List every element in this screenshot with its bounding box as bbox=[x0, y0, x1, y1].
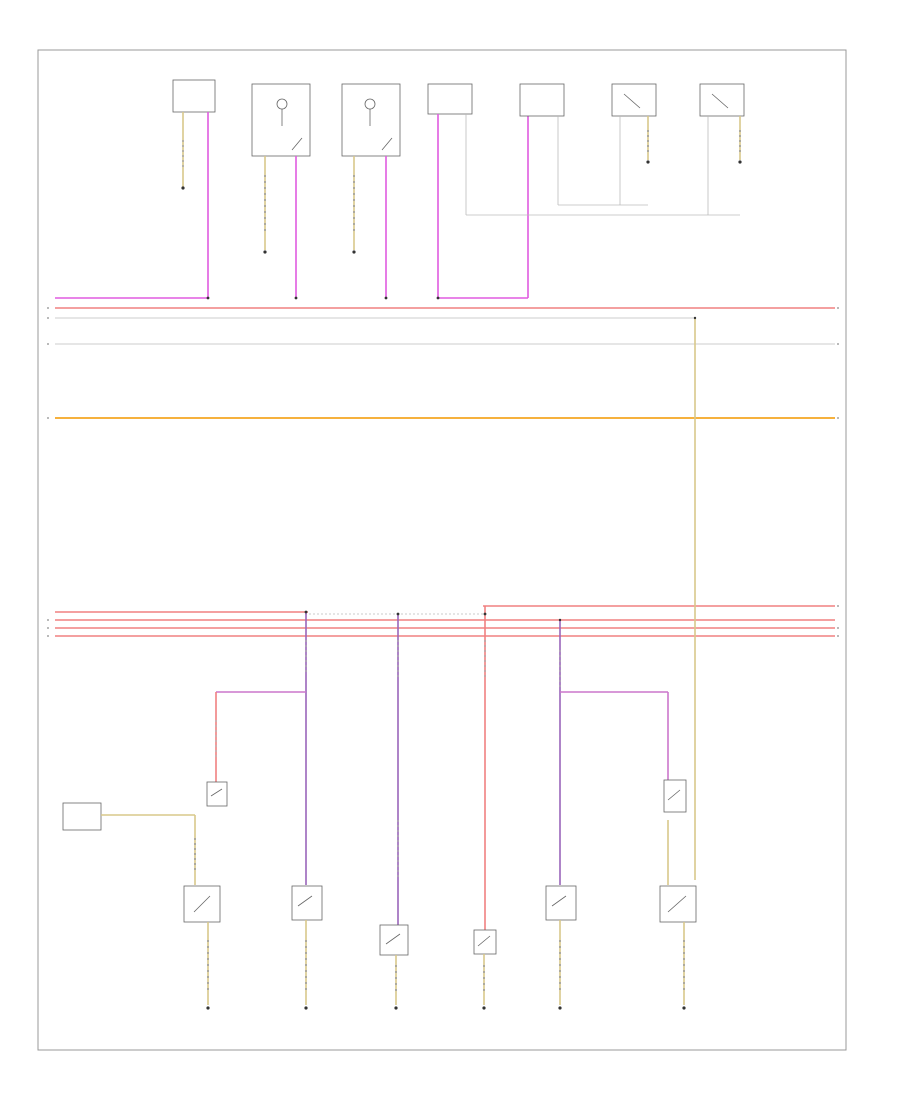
top-component-3-box bbox=[341, 83, 401, 157]
bus-endpoints bbox=[47, 307, 839, 637]
top-component-6 bbox=[611, 83, 657, 205]
top-component-2-box bbox=[251, 83, 311, 157]
top-component-1 bbox=[172, 79, 216, 300]
diagram-border bbox=[37, 49, 847, 1051]
switch-upper-left bbox=[206, 781, 228, 807]
top-component-5 bbox=[519, 83, 648, 206]
bottom-component-6 bbox=[659, 885, 697, 923]
switch-upper-left-box bbox=[206, 781, 228, 807]
bottom-component-3 bbox=[379, 924, 409, 956]
bottom-component-4-box bbox=[473, 929, 497, 955]
bottom-component-6-box bbox=[659, 885, 697, 923]
bottom-component-5 bbox=[545, 885, 577, 921]
bus-wires bbox=[55, 297, 835, 637]
ground-2 bbox=[304, 1006, 308, 1010]
top-component-1-box bbox=[172, 79, 216, 113]
top-component-6-box bbox=[611, 83, 657, 117]
lower-wires bbox=[215, 606, 669, 930]
ground-4 bbox=[482, 1006, 486, 1010]
bottom-component-3-box bbox=[379, 924, 409, 956]
top-component-3 bbox=[341, 83, 401, 300]
bottom-component-1 bbox=[183, 885, 221, 923]
ground-1 bbox=[206, 1006, 210, 1010]
top-component-2 bbox=[251, 83, 311, 300]
switch-upper-right bbox=[663, 779, 687, 813]
bottom-component-2-box bbox=[291, 885, 323, 921]
top-component-5-box bbox=[519, 83, 565, 117]
switch-upper-right-box bbox=[663, 779, 687, 813]
top-component-7 bbox=[699, 83, 745, 215]
bottom-component-5-box bbox=[545, 885, 577, 921]
lower-left-connector-box bbox=[62, 802, 102, 831]
ground-wires bbox=[206, 920, 686, 1010]
ground-5 bbox=[558, 1006, 562, 1010]
top-component-7-box bbox=[699, 83, 745, 117]
bottom-component-2 bbox=[291, 885, 323, 921]
top-component-4-box bbox=[427, 83, 473, 115]
ground-6 bbox=[682, 1006, 686, 1010]
bottom-component-4 bbox=[473, 929, 497, 955]
ground-3 bbox=[394, 1006, 398, 1010]
lower-left-connector bbox=[62, 802, 196, 885]
top-component-4 bbox=[427, 83, 740, 300]
